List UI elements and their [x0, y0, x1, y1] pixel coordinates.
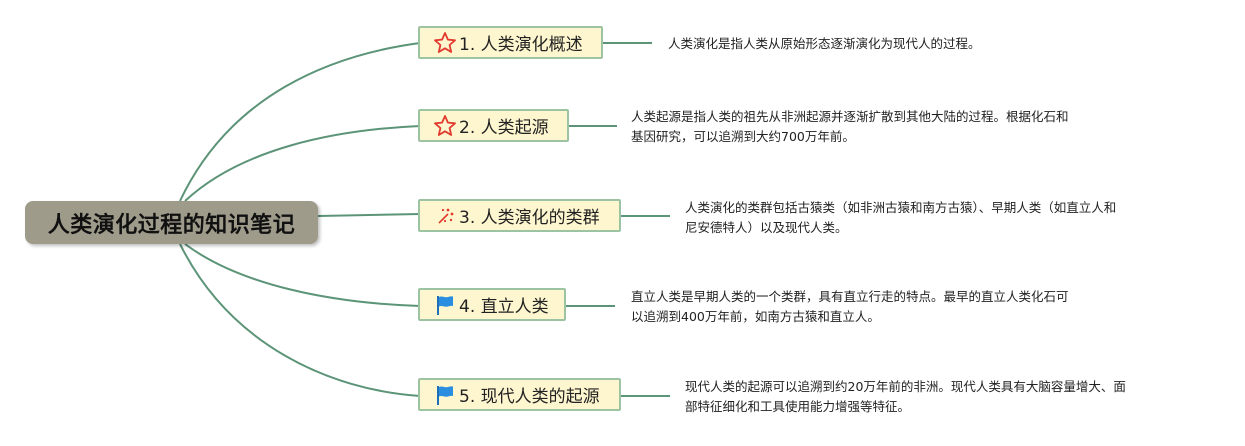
note-4-line-2: 以追溯到400万年前，如南方古猿和直立人。	[631, 309, 880, 324]
branch-1	[179, 42, 421, 202]
note-3-line-2: 尼安德特人）以及现代人类。	[685, 220, 848, 235]
note-5: 现代人类的起源可以追溯到约20万年前的非洲。现代人类具有大脑容量增大、面 部特征…	[685, 377, 1126, 417]
topic-5[interactable]: 5. 现代人类的起源	[418, 378, 621, 411]
note-4: 直立人类是早期人类的一个类群，具有直立行走的特点。最早的直立人类化石可 以追溯到…	[631, 287, 1069, 327]
note-3: 人类演化的类群包括古猿类（如非洲古猿和南方古猿）、早期人类（如直立人和 尼安德特…	[685, 198, 1116, 238]
star-icon	[433, 114, 457, 138]
note-2-line-2: 基因研究，可以追溯到大约700万年前。	[631, 129, 855, 144]
note-2-line-1: 人类起源是指人类的祖先从非洲起源并逐渐扩散到其他大陆的过程。根据化石和	[631, 109, 1069, 124]
flag-icon	[433, 293, 457, 317]
flag-icon	[433, 383, 457, 407]
topic-4[interactable]: 4. 直立人类	[418, 288, 566, 321]
topic-3[interactable]: 3. 人类演化的类群	[418, 199, 621, 232]
branch-3	[317, 213, 421, 217]
topic-1-label: 1. 人类演化概述	[459, 35, 583, 55]
note-3-line-1: 人类演化的类群包括古猿类（如非洲古猿和南方古猿）、早期人类（如直立人和	[685, 200, 1117, 215]
note-1-line-1: 人类演化是指人类从原始形态逐渐演化为现代人的过程。	[668, 36, 981, 51]
sparkle-icon	[433, 204, 457, 228]
topic-2-label: 2. 人类起源	[459, 118, 549, 138]
note-2: 人类起源是指人类的祖先从非洲起源并逐渐扩散到其他大陆的过程。根据化石和 基因研究…	[631, 107, 1069, 147]
root-topic[interactable]: 人类演化过程的知识笔记	[25, 201, 318, 244]
topic-5-label: 5. 现代人类的起源	[459, 387, 600, 407]
topic-3-label: 3. 人类演化的类群	[459, 208, 600, 228]
topic-1[interactable]: 1. 人类演化概述	[418, 26, 603, 59]
note-4-line-1: 直立人类是早期人类的一个类群，具有直立行走的特点。最早的直立人类化石可	[631, 289, 1069, 304]
topic-4-label: 4. 直立人类	[459, 297, 549, 317]
note-1: 人类演化是指人类从原始形态逐渐演化为现代人的过程。	[668, 34, 981, 54]
branch-2	[184, 125, 421, 202]
topic-2[interactable]: 2. 人类起源	[418, 109, 569, 142]
branch-4	[184, 243, 421, 307]
note-5-line-2: 部特征细化和工具使用能力增强等特征。	[685, 399, 911, 414]
note-5-line-1: 现代人类的起源可以追溯到约20万年前的非洲。现代人类具有大脑容量增大、面	[685, 379, 1126, 394]
branch-5	[179, 243, 421, 397]
star-icon	[433, 31, 457, 55]
